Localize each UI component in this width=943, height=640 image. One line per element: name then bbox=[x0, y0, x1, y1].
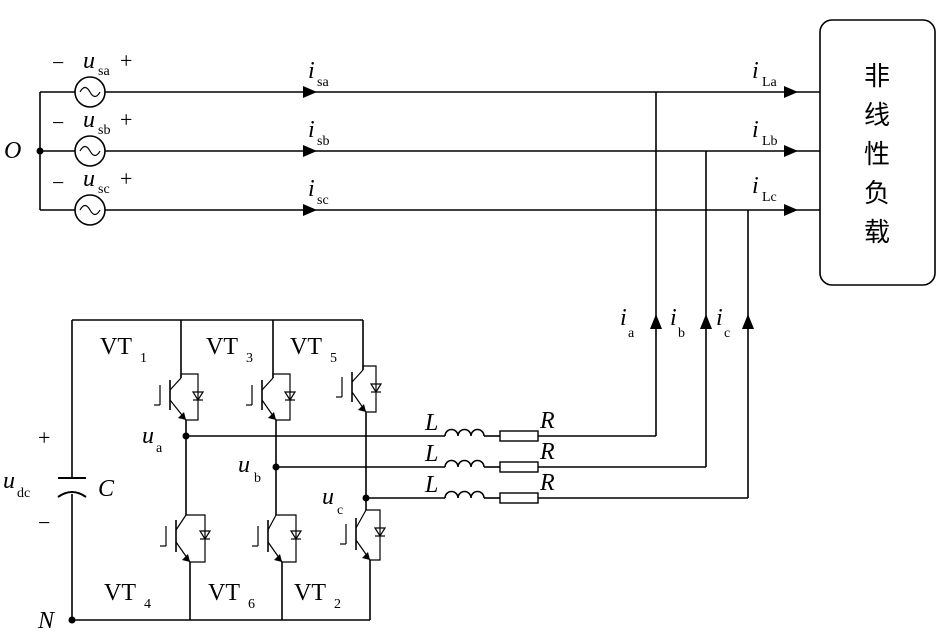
vt5-subscript: 5 bbox=[330, 351, 337, 366]
ib-symbol: i bbox=[670, 305, 677, 331]
vt2-label: VT bbox=[294, 580, 326, 606]
dc-capacitor bbox=[57, 477, 87, 498]
filter-phase-c bbox=[366, 490, 748, 504]
ub-symbol: u bbox=[238, 452, 250, 478]
arrow-ilc bbox=[784, 204, 798, 216]
capacitor-label: C bbox=[98, 476, 115, 502]
ac-source-a bbox=[74, 76, 106, 108]
nonlinear-load-box bbox=[819, 19, 936, 286]
igbt-vt6 bbox=[252, 467, 303, 565]
inductor-label-b: L bbox=[424, 441, 438, 467]
inductor-label-a: L bbox=[424, 410, 438, 436]
isa-subscript: sa bbox=[317, 75, 329, 90]
neutral-node-o bbox=[36, 147, 44, 155]
vt4-subscript: 4 bbox=[144, 597, 151, 612]
load-char-1: 非 bbox=[864, 62, 890, 92]
arrow-ic bbox=[742, 314, 754, 329]
dc-plus: + bbox=[38, 425, 50, 450]
vt3-label: VT bbox=[206, 334, 238, 360]
source-b-subscript: sb bbox=[98, 123, 110, 138]
vt6-subscript: 6 bbox=[248, 597, 255, 612]
source-c-minus: − bbox=[52, 170, 64, 195]
load-char-3: 性 bbox=[864, 140, 890, 170]
igbt-vt5 bbox=[336, 365, 383, 498]
ila-symbol: i bbox=[752, 58, 759, 84]
arrow-isa bbox=[303, 86, 317, 98]
igbt-vt3 bbox=[246, 373, 297, 467]
vt1-label: VT bbox=[100, 334, 132, 360]
ac-source-c bbox=[74, 194, 106, 226]
isb-symbol: i bbox=[308, 117, 315, 143]
uc-subscript: c bbox=[337, 503, 343, 518]
ilb-symbol: i bbox=[752, 117, 759, 143]
load-char-2: 线 bbox=[864, 101, 890, 131]
ic-symbol: i bbox=[716, 305, 723, 331]
isa-symbol: i bbox=[308, 58, 315, 84]
ib-subscript: b bbox=[678, 326, 685, 341]
source-a-minus: − bbox=[52, 50, 64, 75]
compensation-branches bbox=[655, 92, 749, 498]
ilc-symbol: i bbox=[752, 173, 759, 199]
dc-negative-node bbox=[68, 616, 76, 624]
ilb-subscript: Lb bbox=[762, 134, 778, 149]
ub-subscript: b bbox=[254, 471, 261, 486]
vt5-label: VT bbox=[290, 334, 322, 360]
neutral-label-o: O bbox=[4, 138, 21, 164]
source-a-plus: + bbox=[120, 48, 132, 73]
vt1-subscript: 1 bbox=[140, 351, 147, 366]
ia-subscript: a bbox=[628, 326, 635, 341]
filter-phase-b bbox=[276, 459, 706, 473]
ia-symbol: i bbox=[620, 305, 627, 331]
load-char-5: 载 bbox=[864, 218, 890, 248]
source-c-plus: + bbox=[120, 166, 132, 191]
arrow-ilb bbox=[784, 145, 798, 157]
arrow-ia bbox=[650, 314, 662, 329]
filter-phase-a bbox=[186, 428, 656, 442]
isc-subscript: sc bbox=[317, 193, 329, 208]
ic-subscript: c bbox=[724, 326, 730, 341]
ua-subscript: a bbox=[156, 441, 163, 456]
load-char-4: 负 bbox=[864, 179, 890, 209]
isc-symbol: i bbox=[308, 176, 315, 202]
inverter-frame bbox=[71, 319, 371, 621]
ilc-subscript: Lc bbox=[762, 190, 777, 205]
source-c-symbol: u bbox=[83, 166, 95, 192]
resistor-label-b: R bbox=[539, 439, 555, 465]
arrow-ila bbox=[784, 86, 798, 98]
vt6-label: VT bbox=[208, 580, 240, 606]
igbt-vt1 bbox=[154, 373, 205, 436]
ac-source-b bbox=[74, 135, 106, 167]
source-a-symbol: u bbox=[83, 48, 95, 74]
igbt-vt4 bbox=[160, 436, 212, 565]
ila-subscript: La bbox=[762, 75, 778, 90]
uc-symbol: u bbox=[322, 484, 334, 510]
source-b-minus: − bbox=[52, 110, 64, 135]
vt2-subscript: 2 bbox=[334, 597, 341, 612]
source-a-subscript: sa bbox=[98, 64, 110, 79]
vt3-subscript: 3 bbox=[246, 351, 253, 366]
arrow-isc bbox=[303, 204, 317, 216]
phase-lines bbox=[105, 91, 820, 211]
vt4-label: VT bbox=[104, 580, 136, 606]
igbt-vt2 bbox=[340, 498, 387, 565]
resistor-label-a: R bbox=[539, 408, 555, 434]
source-b-symbol: u bbox=[83, 107, 95, 133]
ua-symbol: u bbox=[142, 423, 154, 449]
source-b-plus: + bbox=[120, 107, 132, 132]
source-wiring bbox=[36, 91, 75, 211]
inductor-label-c: L bbox=[424, 472, 438, 498]
udc-subscript: dc bbox=[17, 486, 30, 501]
arrow-isb bbox=[303, 145, 317, 157]
neutral-label-n: N bbox=[37, 608, 56, 634]
resistor-label-c: R bbox=[539, 470, 555, 496]
dc-minus: − bbox=[38, 510, 50, 535]
udc-symbol: u bbox=[3, 468, 15, 494]
isb-subscript: sb bbox=[317, 134, 329, 149]
arrow-ib bbox=[700, 314, 712, 329]
source-c-subscript: sc bbox=[98, 182, 110, 197]
